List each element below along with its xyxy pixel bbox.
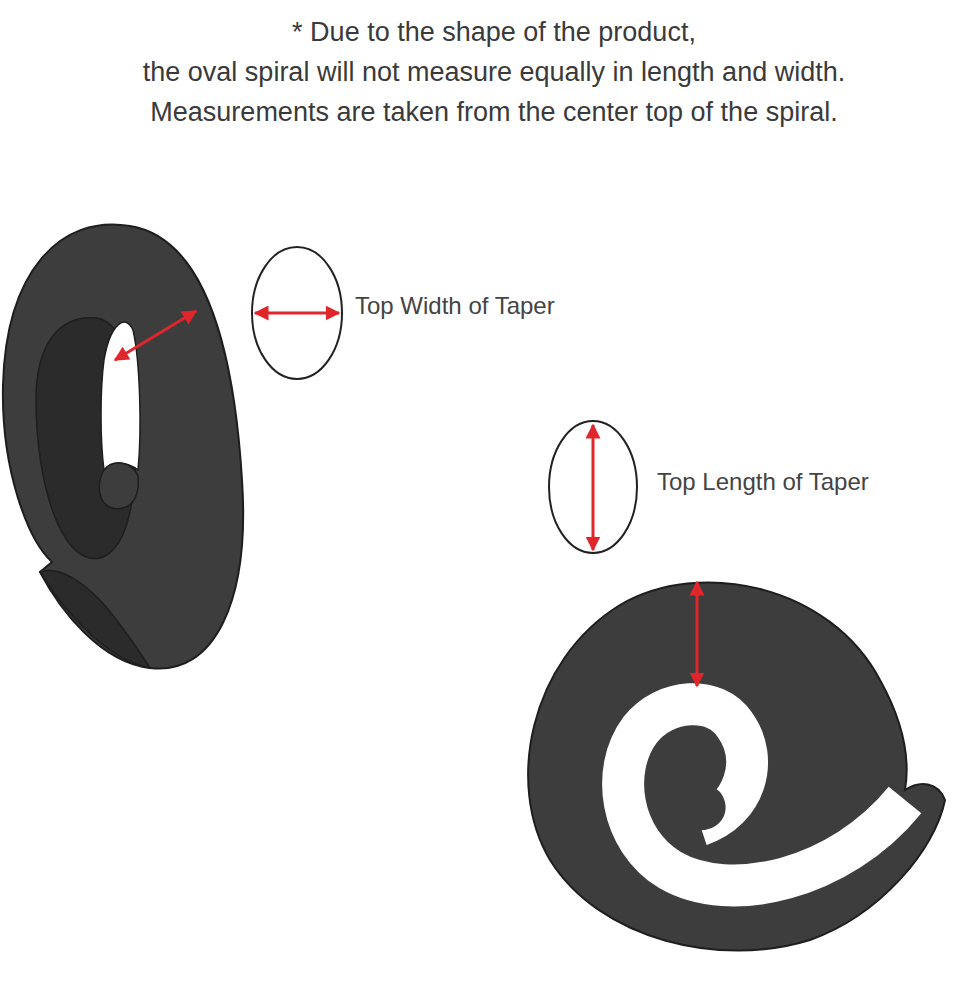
length-arrow <box>592 425 595 550</box>
note-line: Measurements are taken from the center t… <box>4 96 980 128</box>
spiral-body <box>3 224 243 668</box>
dimension-label: Top Length of Taper <box>657 468 869 497</box>
note-line: * Due to the shape of the product, <box>4 16 980 48</box>
front-spiral <box>528 582 945 951</box>
length-arrow <box>696 582 699 686</box>
note-line: the oval spiral will not measure equally… <box>4 56 980 88</box>
spiral-tip <box>99 463 138 509</box>
spiral-hook <box>40 571 150 668</box>
width-arrow <box>255 312 339 315</box>
spiral-body <box>528 582 945 950</box>
taper-section-ellipse <box>252 247 342 379</box>
side-spiral <box>3 224 243 668</box>
width-arrow <box>115 311 196 360</box>
dimension-label: Top Width of Taper <box>355 292 555 321</box>
taper-section-ellipse <box>549 421 637 553</box>
spiral-gap <box>623 704 905 885</box>
spiral-tip <box>684 786 726 830</box>
spiral-hole <box>101 322 140 470</box>
